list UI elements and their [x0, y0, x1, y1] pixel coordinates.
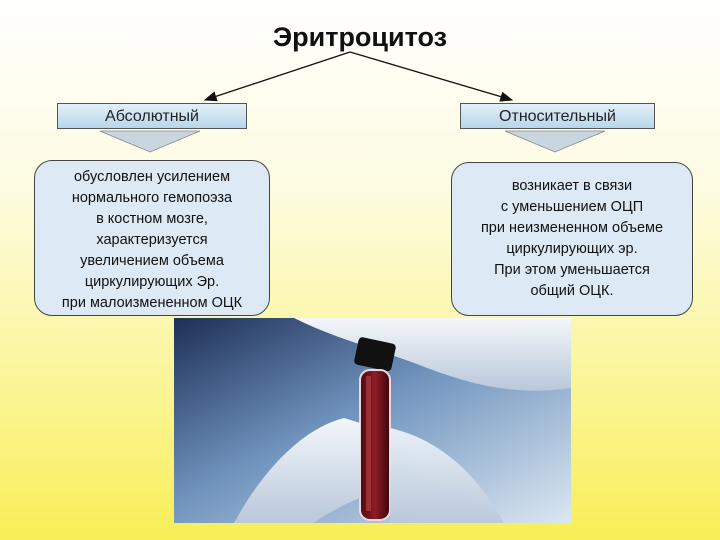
relative-label: Относительный	[460, 103, 655, 129]
absolute-label: Абсолютный	[57, 103, 247, 129]
arrow-to-absolute	[203, 51, 351, 102]
diagram-title: Эритроцитоз	[272, 22, 448, 52]
relative-description-box: возникает в связи с уменьшением ОЦП при …	[451, 162, 693, 316]
left-down-arrow	[99, 130, 201, 153]
arrow-to-relative	[349, 51, 514, 102]
right-down-arrow	[504, 130, 606, 153]
absolute-description-box: обусловлен усилением нормального гемопоэ…	[34, 160, 270, 316]
relative-description-text: возникает в связи с уменьшением ОЦП при …	[480, 178, 664, 299]
absolute-description-text: обусловлен усилением нормального гемопоэ…	[61, 168, 243, 311]
blood-test-tube-photo	[174, 318, 571, 523]
